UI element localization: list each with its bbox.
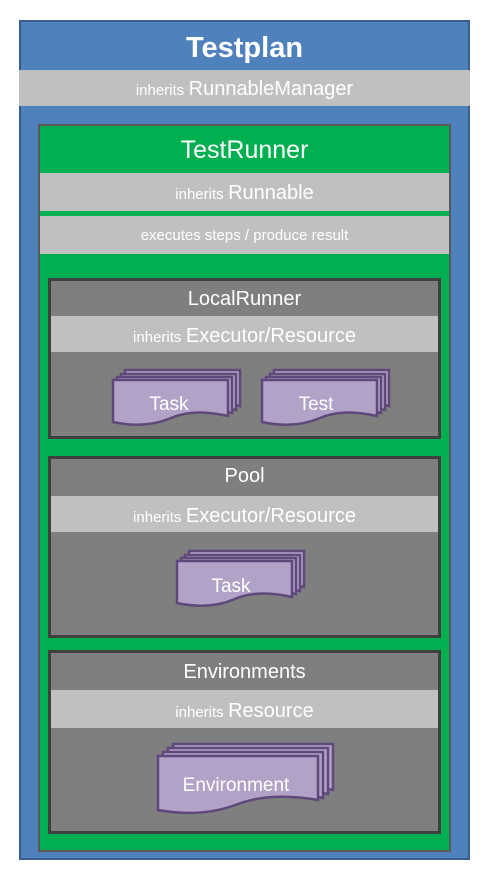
testrunner-title: TestRunner: [180, 136, 309, 164]
pool-inherits-word: inherits: [133, 509, 182, 526]
local-runner-inherits-class: Executor/Resource: [185, 325, 356, 347]
environment-label: Environment: [183, 775, 290, 796]
local-runner-inherits-word: inherits: [133, 329, 182, 346]
testplan-title: Testplan: [185, 32, 304, 64]
task-label: Task: [149, 394, 189, 415]
test-label: Test: [299, 394, 335, 415]
testplan-inherits-bar: inherits RunnableManager: [19, 70, 470, 106]
testrunner-inherits-word: inherits: [175, 186, 224, 203]
test-document-stack: Test: [260, 368, 391, 426]
pool-container: [48, 456, 441, 638]
environment-document-stack: Environment: [156, 742, 335, 815]
pool-inherits-bar: inherits Executor/Resource: [51, 496, 438, 532]
local-runner-title: LocalRunner: [187, 288, 302, 310]
task-document-stack: Task: [111, 368, 242, 426]
pool-inherits-class: Executor/Resource: [185, 505, 356, 527]
local-runner-inherits-bar: inherits Executor/Resource: [51, 316, 438, 352]
pool-task-label: Task: [211, 576, 251, 597]
environments-inherits-class: Resource: [228, 700, 314, 722]
environments-title: Environments: [183, 661, 306, 683]
testrunner-inherits-bar: inherits Runnable: [40, 173, 449, 211]
testplan-inherits-class: RunnableManager: [188, 78, 354, 100]
testplan-inherits-word: inherits: [135, 82, 185, 99]
testrunner-description: executes steps / produce result: [40, 216, 449, 254]
pool-task-document-stack: Task: [175, 549, 306, 607]
environments-inherits-bar: inherits Resource: [51, 690, 438, 728]
testrunner-inherits-class: Runnable: [228, 182, 314, 204]
environments-inherits-word: inherits: [175, 704, 224, 721]
environments-container: [48, 650, 441, 834]
pool-title: Pool: [224, 465, 265, 487]
